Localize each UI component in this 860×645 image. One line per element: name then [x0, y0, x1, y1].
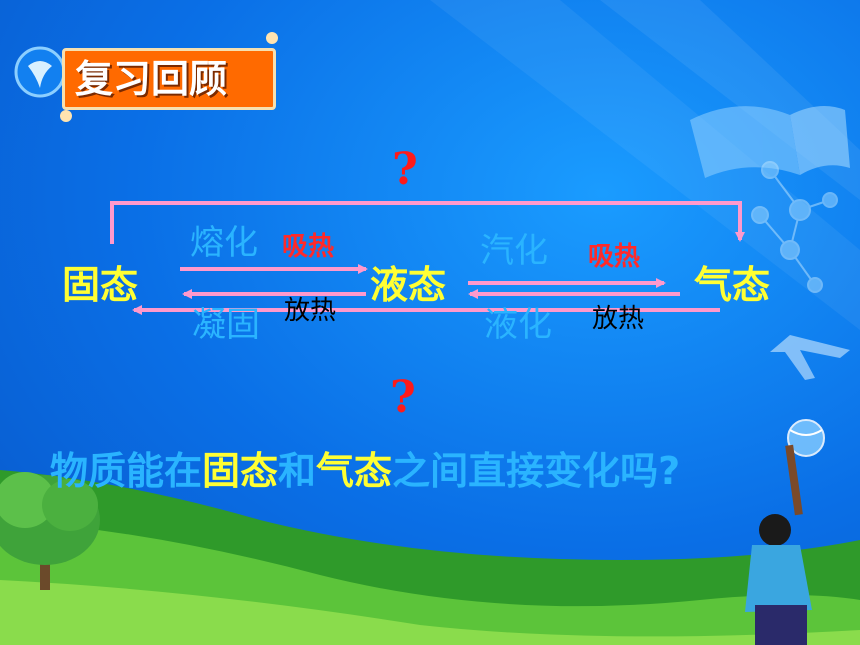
- question-part2: 和: [278, 449, 317, 493]
- question-part3: 之间直接变化吗?: [392, 449, 681, 493]
- scroll-curl: [60, 110, 72, 122]
- process-solidification: 凝固: [192, 305, 260, 345]
- heat-release-solidification: 放热: [284, 296, 337, 326]
- scroll-curl: [266, 32, 278, 44]
- boy-figure: [745, 444, 812, 645]
- question-text: 物质能在固态和气态之间直接变化吗?: [50, 452, 680, 490]
- ball-icon: [787, 419, 825, 457]
- question-part1: 物质能在: [50, 449, 203, 493]
- light-ray: [430, 0, 860, 330]
- heat-release-liquefaction: 放热: [592, 304, 645, 334]
- book-icon: [690, 106, 850, 178]
- slide-title: 复习回顾: [75, 57, 228, 101]
- process-liquefaction: 液化: [484, 305, 552, 345]
- title-box: 复习回顾: [62, 48, 276, 110]
- tree-icon: [0, 472, 100, 590]
- question-solid: 固态: [202, 449, 279, 493]
- heat-absorb-melting: 吸热: [282, 232, 335, 262]
- grass-hills: [0, 470, 860, 645]
- airplane-icon: [770, 335, 850, 380]
- question-mark-bottom: ?: [390, 372, 416, 423]
- process-melting: 熔化: [190, 223, 258, 263]
- state-solid: 固态: [62, 263, 139, 307]
- question-gas: 气态: [316, 449, 393, 493]
- state-gas: 气态: [694, 263, 771, 307]
- process-vaporization: 汽化: [480, 231, 548, 271]
- molecule-icon: [751, 161, 838, 293]
- state-liquid: 液态: [370, 263, 447, 307]
- logo-icon: [14, 46, 66, 98]
- sublimation-arrow: [110, 201, 745, 244]
- question-mark-top: ?: [392, 144, 418, 195]
- heat-absorb-vaporization: 吸热: [588, 242, 641, 272]
